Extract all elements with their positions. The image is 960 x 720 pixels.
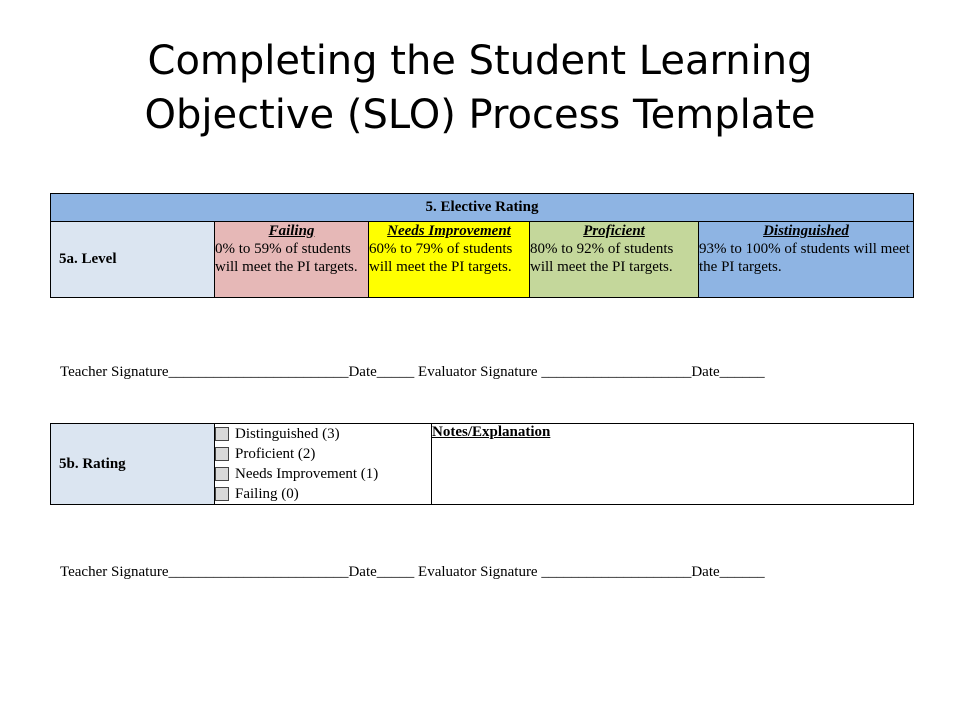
level-desc: 93% to 100% of students will meet the PI… [699,241,910,275]
level-needs-improvement: Needs Improvement 60% to 79% of students… [368,221,530,298]
level-name: Proficient [583,223,645,239]
level-name: Needs Improvement [387,223,511,239]
checkbox[interactable] [215,427,229,441]
checkbox[interactable] [215,487,229,501]
notes-cell[interactable]: Notes/Explanation [431,423,914,505]
level-label: 5a. Level [50,221,215,298]
notes-label: Notes/Explanation [432,424,551,440]
signature-line-1[interactable]: Teacher Signature_______________________… [60,364,765,380]
level-name: Failing [268,223,315,239]
option-label: Needs Improvement (1) [235,466,379,482]
elective-rating-table: 5. Elective Rating 5a. Level Failing 0% … [50,193,914,298]
option-label: Failing (0) [235,486,299,502]
option-label: Distinguished (3) [235,426,340,442]
level-desc: 80% to 92% of students will meet the PI … [530,241,674,275]
rating-option-needs-improvement[interactable]: Needs Improvement (1) [215,464,431,484]
level-name: Distinguished [763,223,849,239]
rating-options: Distinguished (3) Proficient (2) Needs I… [214,423,432,505]
rating-option-distinguished[interactable]: Distinguished (3) [215,424,431,444]
level-desc: 60% to 79% of students will meet the PI … [369,241,513,275]
rating-label: 5b. Rating [50,423,215,505]
checkbox[interactable] [215,447,229,461]
rating-table: 5b. Rating Distinguished (3) Proficient … [50,423,914,505]
title-line-2: Objective (SLO) Process Template [144,92,816,138]
slide-title: Completing the Student Learning Objectiv… [0,34,960,142]
title-line-1: Completing the Student Learning [147,38,813,84]
level-desc: 0% to 59% of students will meet the PI t… [215,241,358,275]
level-distinguished: Distinguished 93% to 100% of students wi… [698,221,914,298]
signature-line-2[interactable]: Teacher Signature_______________________… [60,564,765,580]
rating-option-proficient[interactable]: Proficient (2) [215,444,431,464]
option-label: Proficient (2) [235,446,316,462]
checkbox[interactable] [215,467,229,481]
level-proficient: Proficient 80% to 92% of students will m… [529,221,699,298]
rating-option-failing[interactable]: Failing (0) [215,484,431,504]
elective-rating-header: 5. Elective Rating [50,193,914,222]
level-failing: Failing 0% to 59% of students will meet … [214,221,369,298]
